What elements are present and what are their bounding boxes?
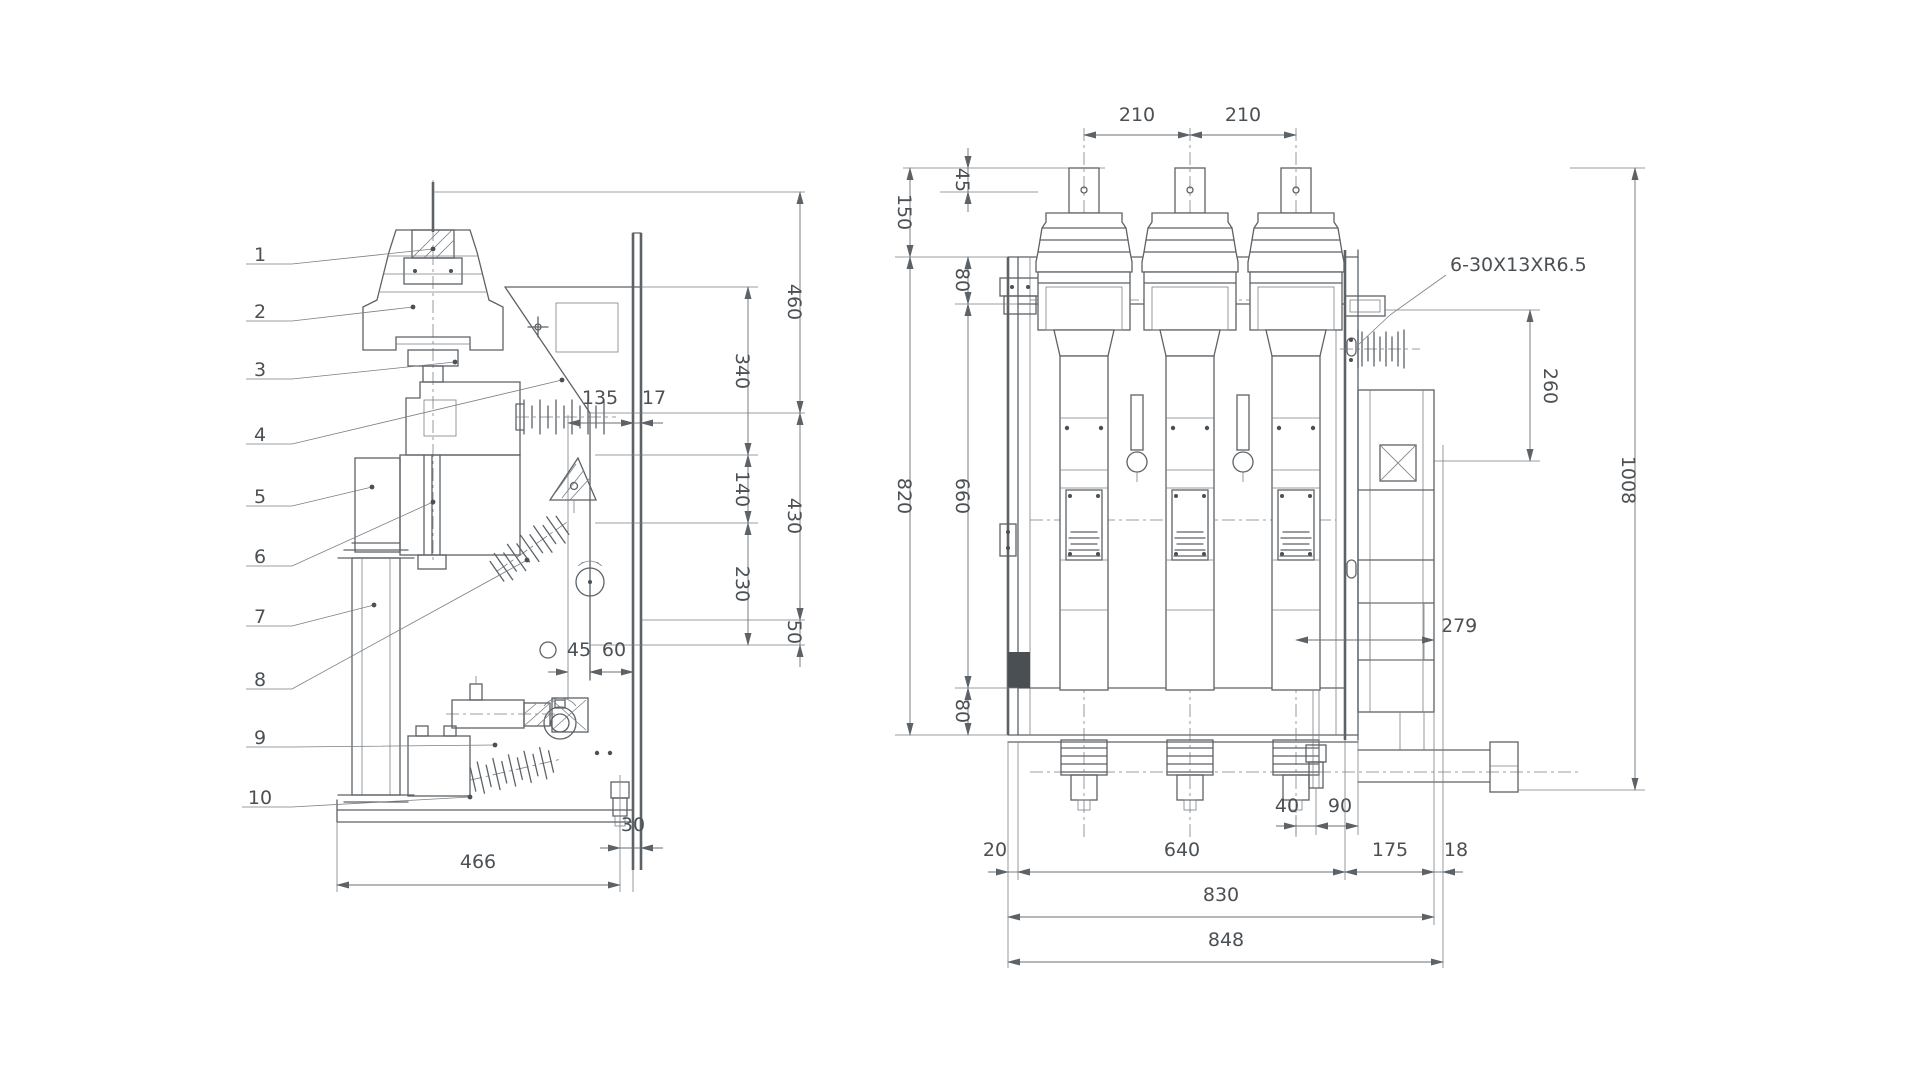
part-label-8: 8	[254, 669, 266, 691]
dim-80-bottom: 80	[951, 699, 973, 723]
slot-note-label: 6-30X13XR6.5	[1450, 254, 1587, 276]
part-label-6: 6	[254, 546, 266, 568]
slot-note-callout: 6-30X13XR6.5	[1357, 254, 1587, 346]
dim-175: 175	[1372, 839, 1408, 861]
dim-17: 17	[642, 387, 666, 409]
part-label-2: 2	[254, 301, 266, 323]
dim-279: 279	[1441, 615, 1477, 637]
part-label-5: 5	[254, 486, 266, 508]
part-label-3: 3	[254, 359, 266, 381]
dim-1008: 1008	[1617, 456, 1639, 504]
dim-210-b: 210	[1225, 104, 1261, 126]
part-callout-8: 8	[246, 557, 530, 691]
part-callout-3: 3	[246, 359, 458, 381]
right-view-linework	[903, 127, 1645, 841]
dim-466: 466	[460, 851, 496, 873]
dim-45-top: 45	[951, 168, 973, 192]
dim-848: 848	[1208, 929, 1244, 951]
part-label-10: 10	[248, 787, 272, 809]
part-label-4: 4	[254, 424, 266, 446]
part-callout-1: 1	[246, 244, 436, 266]
dim-30: 30	[621, 814, 645, 836]
right-view-dimensions: 210 210 45 150 820 80 660 80 260	[893, 104, 1645, 968]
part-callout-7: 7	[246, 602, 377, 628]
part-callout-2: 2	[246, 301, 416, 323]
dim-20: 20	[983, 839, 1007, 861]
dim-460: 460	[783, 284, 805, 320]
dim-230: 230	[731, 566, 753, 602]
dim-45: 45	[567, 639, 591, 661]
dim-40: 40	[1275, 795, 1299, 817]
dim-140: 140	[731, 471, 753, 507]
dim-430: 430	[783, 498, 805, 534]
dim-660: 660	[951, 478, 973, 514]
part-callout-10: 10	[242, 787, 473, 809]
dim-340: 340	[731, 353, 753, 389]
part-callout-6: 6	[246, 499, 436, 568]
dim-135: 135	[582, 387, 618, 409]
part-callout-9: 9	[246, 727, 498, 749]
dim-210-a: 210	[1119, 104, 1155, 126]
left-view-linework	[336, 180, 805, 870]
left-view: 1 2 3 4 5 6 7	[242, 180, 805, 892]
left-view-dimensions: 135 17 45 60 30 466 340 140 2	[336, 191, 805, 892]
dim-90: 90	[1328, 795, 1352, 817]
dim-18: 18	[1444, 839, 1468, 861]
part-label-1: 1	[254, 244, 266, 266]
dim-640: 640	[1164, 839, 1200, 861]
right-view: 6-30X13XR6.5 210 210 45 150 820 80	[893, 104, 1645, 968]
dim-80-top: 80	[951, 268, 973, 292]
part-callout-5: 5	[246, 484, 375, 508]
dim-820: 820	[893, 478, 915, 514]
dim-260: 260	[1539, 368, 1561, 404]
dim-150: 150	[893, 194, 915, 230]
dim-830: 830	[1203, 884, 1239, 906]
dim-50: 50	[783, 620, 805, 644]
dim-60: 60	[602, 639, 626, 661]
part-callout-4: 4	[246, 377, 565, 446]
left-view-callouts: 1 2 3 4 5 6 7	[242, 244, 565, 809]
part-label-7: 7	[254, 606, 266, 628]
part-label-9: 9	[254, 727, 266, 749]
